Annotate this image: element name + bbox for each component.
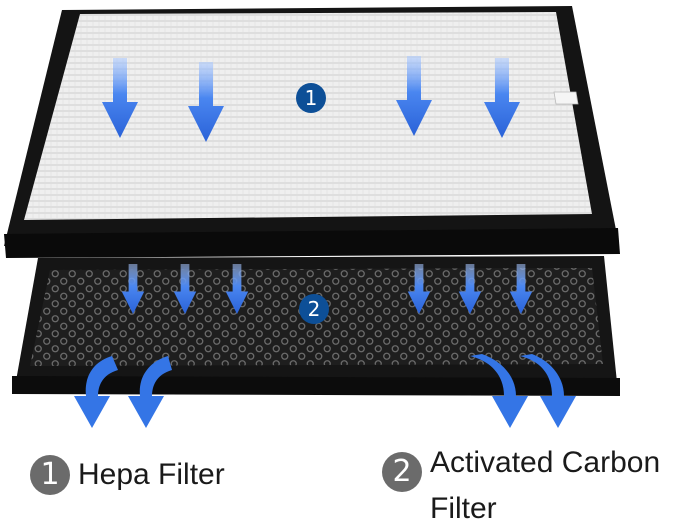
curved-arrow-down-icon [520, 354, 576, 428]
hepa-filter [4, 6, 620, 258]
legend-carbon: 2 Activated Carbon Filter [382, 440, 679, 532]
legend-hepa: 1 Hepa Filter [30, 455, 225, 495]
curved-arrow-down-icon [470, 354, 528, 428]
filter-illustration: 1 2 [4, 6, 620, 428]
legend-label: Hepa Filter [78, 458, 225, 491]
carbon-badge: 2 [299, 294, 329, 324]
legend-number-badge: 2 [382, 452, 422, 492]
carbon-badge-number: 2 [308, 297, 321, 321]
hepa-badge: 1 [296, 83, 326, 113]
outflow-arrows [74, 354, 576, 428]
hepa-badge-number: 1 [305, 86, 318, 110]
curved-arrow-down-icon [128, 356, 172, 428]
legend-number-badge: 1 [30, 455, 70, 495]
curved-arrow-down-icon [74, 356, 118, 428]
legend-label: Activated Carbon Filter [430, 446, 661, 525]
